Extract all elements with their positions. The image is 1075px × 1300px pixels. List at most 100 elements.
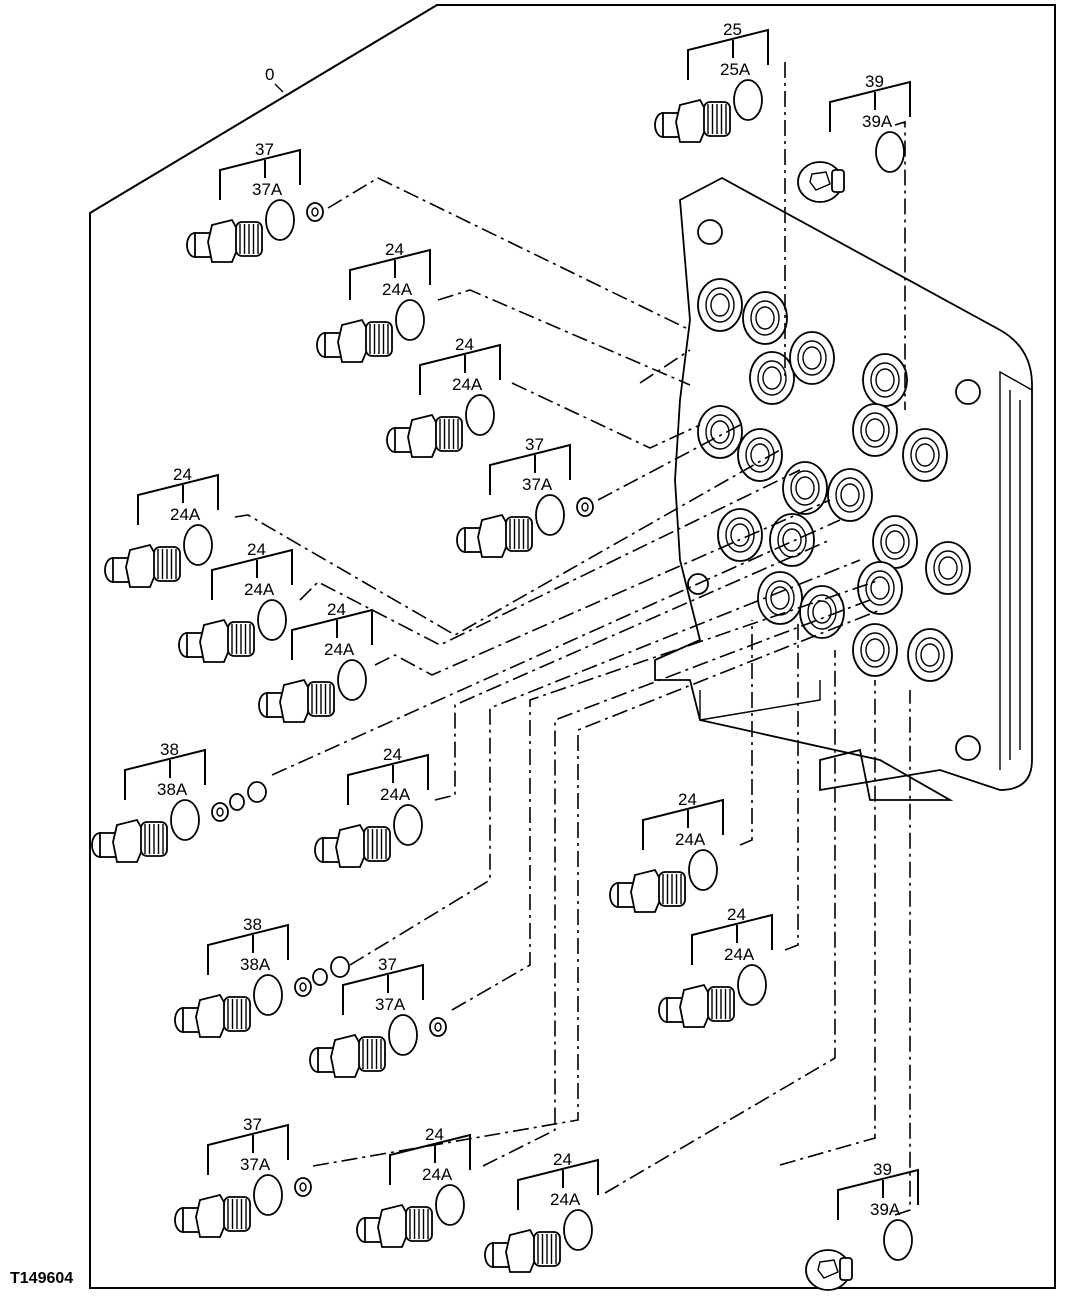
washer [211, 802, 229, 822]
part-number-label: 39 [873, 1160, 892, 1179]
callout-24: 24 24A [258, 600, 373, 723]
callout-37: 37 37A [174, 1115, 312, 1238]
sub-part-label: 37A [240, 1155, 271, 1174]
valve-port [737, 428, 783, 482]
part-number-label: 24 [425, 1125, 444, 1144]
sub-part-label: 25A [720, 60, 751, 79]
valve-port [925, 541, 971, 595]
sub-part-label: 37A [252, 180, 283, 199]
valve-port [742, 291, 788, 345]
sub-part-label: 24A [675, 830, 706, 849]
o-ring [883, 1219, 913, 1261]
sub-part-label: 39A [870, 1200, 901, 1219]
part-number-label: 25 [723, 20, 742, 39]
valve-port [789, 331, 835, 385]
part-number-label: 24 [327, 600, 346, 619]
fitting [316, 318, 393, 363]
valve-port [852, 403, 898, 457]
figure-id: T149604 [10, 1270, 73, 1287]
fitting [658, 983, 735, 1028]
valve-port [907, 628, 953, 682]
part-number-label: 24 [727, 905, 746, 924]
washer [294, 977, 312, 997]
sub-part-label: 24A [324, 640, 355, 659]
callout-25: 25 25A [654, 20, 769, 143]
fitting [609, 868, 686, 913]
leader-lines [234, 62, 911, 1216]
sub-part-label: 24A [380, 785, 411, 804]
part-number-label: 37 [255, 140, 274, 159]
part-number-label: 37 [378, 955, 397, 974]
part-number-label: 24 [383, 745, 402, 764]
fitting [797, 161, 845, 203]
o-ring [395, 299, 425, 341]
fitting [654, 98, 731, 143]
fitting [356, 1203, 433, 1248]
fitting [484, 1228, 561, 1273]
callout-24: 24 24A [314, 745, 429, 868]
assembly-frame [89, 4, 1056, 1289]
sub-part-label: 39A [862, 112, 893, 131]
valve-port [749, 351, 795, 405]
valve-port [902, 428, 948, 482]
fitting [314, 823, 391, 868]
valve-port [717, 508, 763, 562]
o-ring [183, 524, 213, 566]
valve-port [782, 461, 828, 515]
part-number-label: 24 [385, 240, 404, 259]
fitting [186, 218, 263, 263]
sub-part-label: 24A [550, 1190, 581, 1209]
o-ring [265, 199, 295, 241]
callout-24: 24 24A [484, 1150, 599, 1273]
fitting [174, 1193, 251, 1238]
fitting [386, 413, 463, 458]
callout-37: 37 37A [186, 140, 324, 263]
sub-part-label: 38A [240, 955, 271, 974]
o-ring [688, 849, 718, 891]
assembly-label: 0 [265, 65, 274, 84]
o-ring [257, 599, 287, 641]
sub-part-label: 24A [382, 280, 413, 299]
washer [429, 1017, 447, 1037]
fitting [456, 513, 533, 558]
fitting [178, 618, 255, 663]
o-ring [563, 1209, 593, 1251]
part-number-label: 39 [865, 72, 884, 91]
valve-port-group [697, 278, 971, 682]
sub-part-label: 24A [244, 580, 275, 599]
sub-part-label: 24A [452, 375, 483, 394]
valve-port [799, 585, 845, 639]
fitting [309, 1033, 386, 1078]
o-ring [388, 1014, 418, 1056]
o-ring [875, 131, 905, 173]
fitting [174, 993, 251, 1038]
valve-port [827, 468, 873, 522]
o-ring [337, 659, 367, 701]
o-ring [535, 494, 565, 536]
o-ring [733, 79, 763, 121]
callout-group: 37 37A 24 24A 24 24A 37 37A 24 24A 24 24A 24 24A 3838A… [91, 20, 919, 1291]
fitting [805, 1249, 853, 1291]
part-number-label: 24 [678, 790, 697, 809]
valve-port [697, 405, 743, 459]
fitting [104, 543, 181, 588]
valve-port [862, 353, 908, 407]
o-ring [737, 964, 767, 1006]
part-number-label: 24 [173, 465, 192, 484]
callout-24: 24 24A [609, 790, 724, 913]
part-number-label: 24 [553, 1150, 572, 1169]
o-ring [393, 804, 423, 846]
valve-port [852, 623, 898, 677]
washer [294, 1177, 312, 1197]
part-number-label: 37 [243, 1115, 262, 1134]
sub-part-label: 38A [157, 780, 188, 799]
o-ring [253, 1174, 283, 1216]
